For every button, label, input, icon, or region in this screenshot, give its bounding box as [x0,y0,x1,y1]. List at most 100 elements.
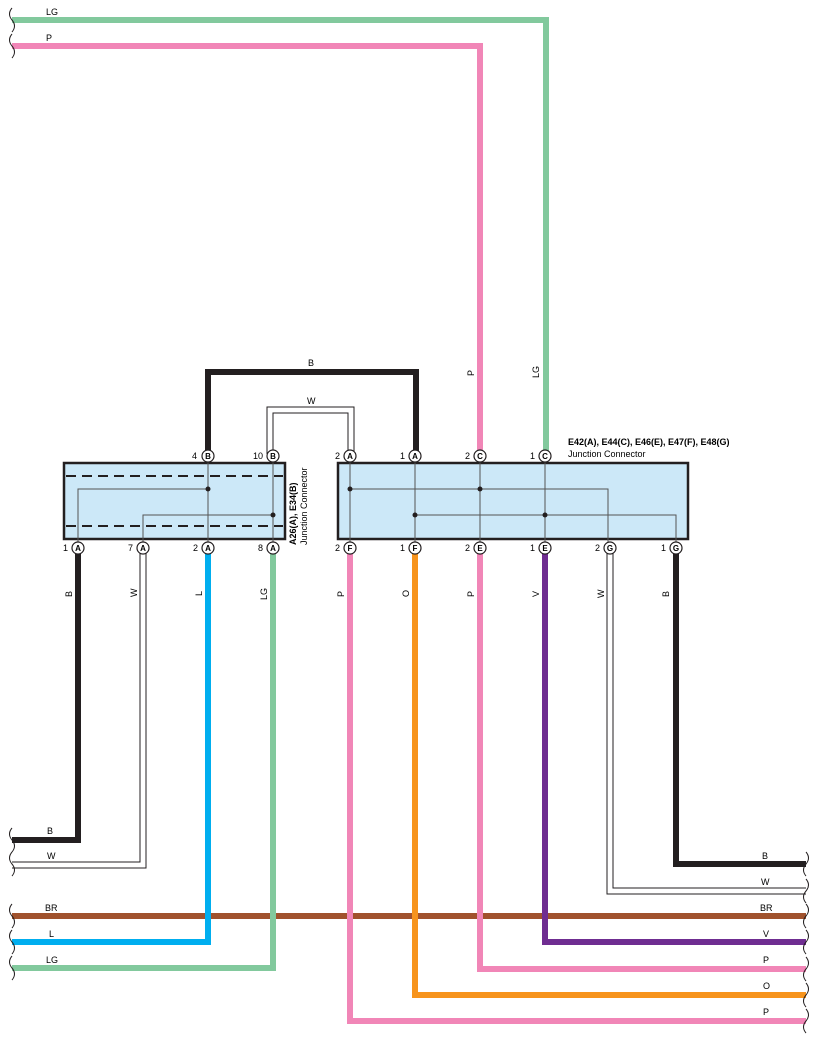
pin-left-bottom-2: A 2 [193,541,215,555]
svg-text:10: 10 [253,451,263,461]
pin-left-bottom-1: A 1 [63,541,85,555]
svg-text:A: A [347,452,353,461]
label-bl-lg: LG [46,955,58,965]
label-br-p2: P [763,1007,769,1017]
label-br-v: V [763,929,769,939]
pin-right-bottom-2f: F 2 [335,541,357,555]
label-br-p1: P [763,955,769,965]
svg-text:1: 1 [400,543,405,553]
wire-right-w-outer [606,548,806,895]
svg-text:B: B [205,452,211,461]
svg-text:2: 2 [465,451,470,461]
pin-right-top-2a: A 2 [335,449,357,463]
wire-right-v [542,548,806,945]
svg-text:2: 2 [193,543,198,553]
svg-text:1: 1 [400,451,405,461]
svg-text:4: 4 [192,451,197,461]
wire-left-w-outer [12,548,147,869]
label-right-p2: P [466,591,476,597]
pin-left-top-4: B 4 [192,449,215,463]
left-connector-title: A26(A), E34(B) [288,482,298,545]
pin-right-top-1c: C 1 [530,449,552,463]
pin-right-bottom-2g: G 2 [595,541,617,555]
svg-text:1: 1 [530,543,535,553]
wire-bridge-w-inner [272,412,349,454]
wire-left-b [12,548,81,843]
svg-text:F: F [348,544,353,553]
svg-text:F: F [413,544,418,553]
wire-top-lg [12,17,549,454]
label-right-v: V [531,591,541,597]
pin-right-bottom-1g: G 1 [661,541,683,555]
pin-right-bottom-1f: F 1 [400,541,422,555]
svg-text:G: G [607,544,613,553]
svg-text:1: 1 [661,543,666,553]
label-right-p1: P [336,591,346,597]
wire-right-o [412,548,806,998]
break-marks-left [9,7,15,981]
label-bridge-b: B [308,358,314,368]
label-bl-l: L [49,929,54,939]
label-right-b: B [661,591,671,597]
label-br-b: B [762,851,768,861]
right-connector-title: E42(A), E44(C), E46(E), E47(F), E48(G) [568,437,730,447]
right-junction-connector [336,454,690,548]
wire-right-p2 [477,548,806,972]
label-vert-lg-top: LG [531,366,541,378]
svg-text:A: A [140,544,146,553]
svg-text:C: C [542,452,548,461]
pin-left-bottom-8: A 8 [258,541,280,555]
label-top-p: P [46,33,52,43]
label-vert-p-top: P [466,370,476,376]
svg-text:2: 2 [335,543,340,553]
label-bl-b: B [47,826,53,836]
wire-left-w-inner [12,548,141,863]
svg-text:8: 8 [258,543,263,553]
wire-left-l [12,548,211,945]
svg-text:B: B [270,452,276,461]
pin-right-bottom-2e: E 2 [465,541,487,555]
wire-right-p1 [347,548,806,1024]
pin-left-top-10: B 10 [253,449,280,463]
svg-text:2: 2 [595,543,600,553]
svg-text:E: E [477,544,483,553]
svg-text:1: 1 [63,543,68,553]
label-left-w: W [129,588,139,597]
wire-left-lg [12,548,276,971]
pin-right-top-2c: C 2 [465,449,487,463]
label-bl-br: BR [45,903,58,913]
label-top-lg: LG [46,7,58,17]
label-right-w: W [596,589,606,598]
svg-text:1: 1 [530,451,535,461]
left-junction-connector [62,454,287,548]
svg-text:C: C [477,452,483,461]
left-connector-subtitle: Junction Connector [299,467,309,545]
svg-text:E: E [542,544,548,553]
right-connector-subtitle: Junction Connector [568,449,646,459]
label-bl-w: W [47,851,56,861]
pin-right-top-1a: A 1 [400,449,422,463]
pin-left-bottom-7: A 7 [128,541,150,555]
break-marks-right [803,851,809,1034]
svg-text:A: A [75,544,81,553]
wire-top-p [12,43,483,454]
wire-right-b [673,548,806,867]
label-right-o: O [401,590,411,597]
label-br-o: O [763,981,770,991]
label-left-b: B [64,591,74,597]
label-left-l: L [194,591,204,596]
wire-bridge-b [205,369,419,454]
label-br-w: W [761,877,770,887]
wire-bridge-w-outer [266,406,355,454]
pin-right-bottom-1e: E 1 [530,541,552,555]
svg-text:A: A [270,544,276,553]
svg-text:G: G [673,544,679,553]
svg-text:7: 7 [128,543,133,553]
wire-right-w-inner [612,548,806,889]
svg-text:2: 2 [335,451,340,461]
label-left-lg: LG [259,588,269,600]
svg-text:A: A [412,452,418,461]
label-bridge-w: W [307,396,316,406]
label-br-br: BR [760,903,773,913]
